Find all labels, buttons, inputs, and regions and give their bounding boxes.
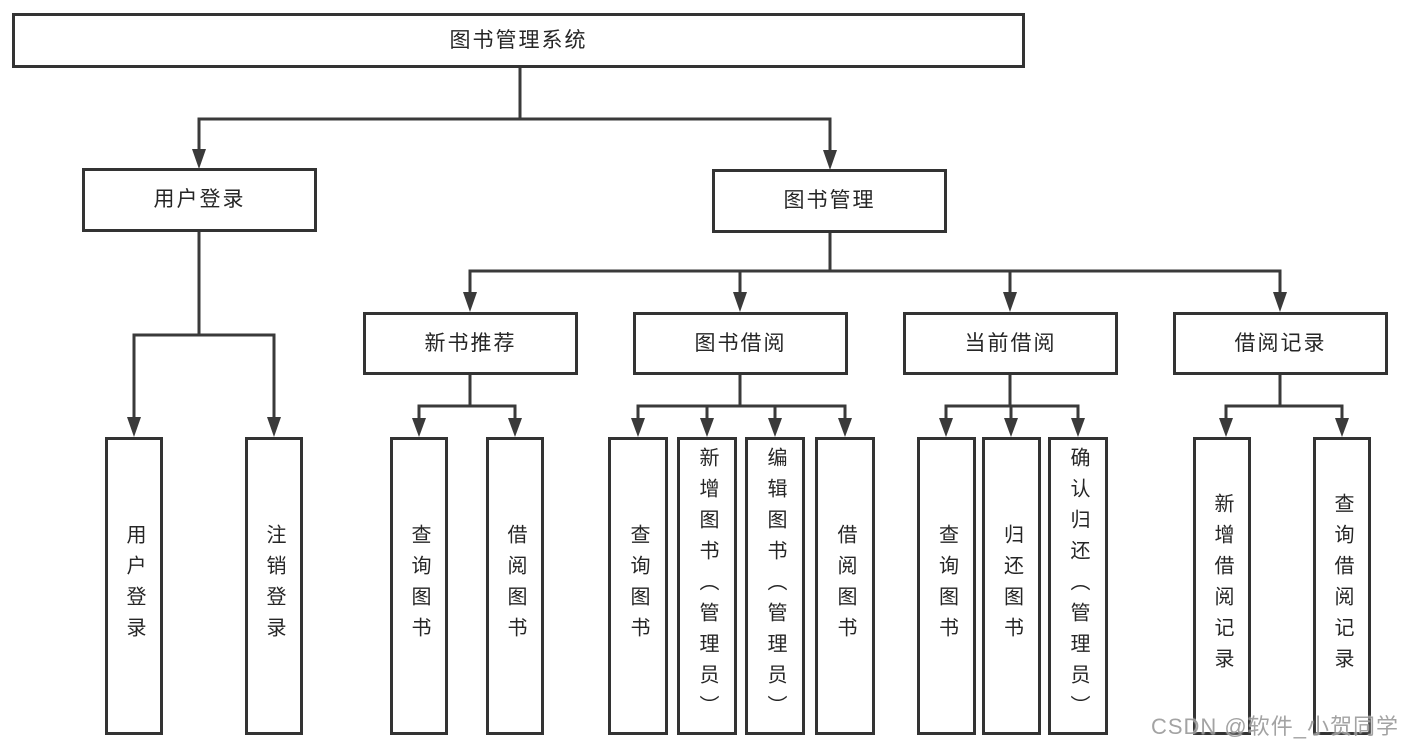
- borrow-record-branch-connector: [1219, 373, 1349, 437]
- csdn-watermark: CSDN @软件_小贺同学: [1150, 714, 1399, 739]
- leaf-confirm-return-admin: 确认归还（管理员）: [1048, 437, 1108, 735]
- node-user-login: 用户登录: [82, 168, 317, 232]
- book-borrow-branch-connector: [631, 373, 852, 437]
- leaf-edit-books-admin: 编辑图书（管理员）: [745, 437, 805, 735]
- node-book-management: 图书管理: [712, 169, 947, 233]
- current-borrow-branch-connector: [939, 373, 1085, 437]
- leaf-query-borrow-record: 查询借阅记录: [1313, 437, 1371, 735]
- leaf-return-books: 归还图书: [982, 437, 1041, 735]
- new-book-branch-connector: [412, 373, 522, 437]
- leaf-logout: 注销登录: [245, 437, 303, 735]
- leaf-query-books-recommend: 查询图书: [390, 437, 448, 735]
- node-new-book-recommendation: 新书推荐: [363, 312, 578, 375]
- leaf-query-books-borrow: 查询图书: [608, 437, 668, 735]
- node-book-borrowing: 图书借阅: [633, 312, 848, 375]
- book-management-branch-connector: [463, 231, 1287, 312]
- leaf-add-books-admin: 新增图书（管理员）: [677, 437, 737, 735]
- leaf-add-borrow-record: 新增借阅记录: [1193, 437, 1251, 735]
- leaf-query-books-current: 查询图书: [917, 437, 976, 735]
- user-login-branch-connector: [127, 230, 281, 437]
- leaf-borrow-books-recommend: 借阅图书: [486, 437, 544, 735]
- root-branch-connector: [192, 66, 837, 170]
- leaf-user-login: 用户登录: [105, 437, 163, 735]
- node-current-borrowing: 当前借阅: [903, 312, 1118, 375]
- node-borrowing-records: 借阅记录: [1173, 312, 1388, 375]
- leaf-borrow-books: 借阅图书: [815, 437, 875, 735]
- node-library-management-system: 图书管理系统: [12, 13, 1025, 68]
